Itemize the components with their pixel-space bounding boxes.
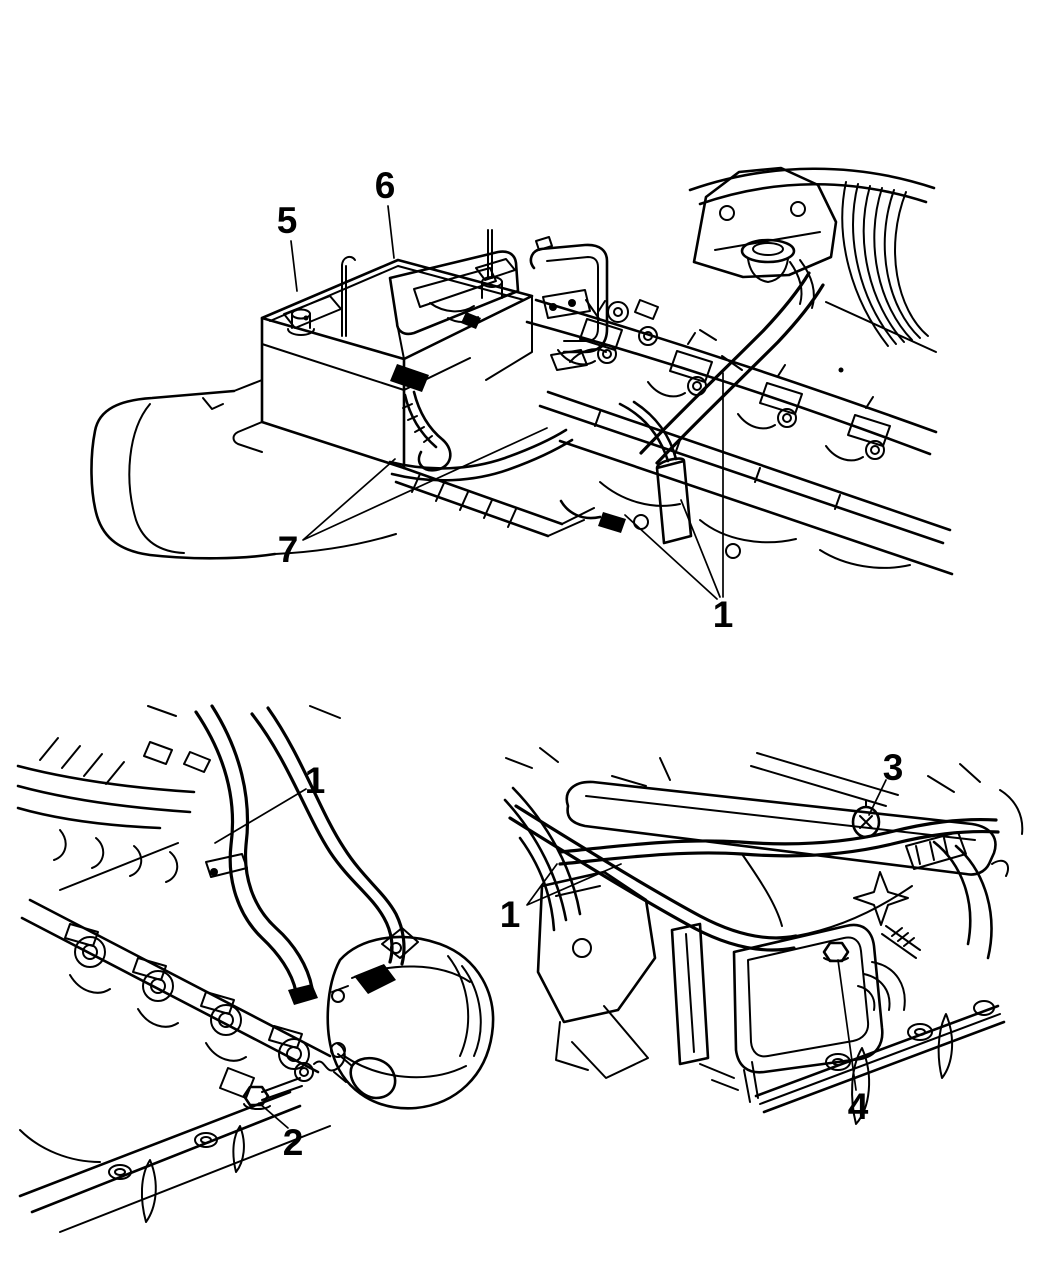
callout-1-right: 1 [500, 894, 521, 935]
leader-4 [837, 959, 857, 1091]
leader-3 [868, 779, 887, 816]
left-harness-drawing [16, 705, 341, 891]
callout-5: 5 [277, 200, 298, 241]
leader-5 [290, 240, 298, 292]
right-misc-drawing [699, 763, 1024, 1125]
ground-nut-drawing [822, 941, 850, 963]
starter-stud-drawing [219, 1043, 346, 1111]
leader-1-left [214, 788, 307, 844]
module-drawing [732, 923, 906, 1074]
cable-clip-drawing [851, 800, 881, 839]
engine-top-drawing [525, 166, 954, 576]
leader-1-right [526, 863, 622, 906]
mount-bracket-drawing [536, 870, 710, 1079]
view-battery-overview: 5 6 7 1 [90, 165, 954, 635]
leader-6 [387, 205, 395, 259]
left-battery-cables-drawing [194, 704, 406, 1005]
view-engine-right: 1 3 4 [500, 747, 1024, 1127]
battery-cables-drawing [388, 364, 574, 482]
right-valve-cover-drawing [505, 747, 997, 876]
left-engine-block-drawing [18, 898, 332, 1233]
right-cables-drawing [503, 786, 1000, 952]
alternator-drawing [326, 927, 495, 1110]
callout-1-top: 1 [713, 594, 734, 635]
battery-drawing [260, 229, 534, 470]
fender-drawing [90, 379, 397, 560]
callout-3: 3 [883, 747, 904, 788]
callout-2: 2 [283, 1122, 304, 1163]
view-engine-left: 1 2 [16, 704, 495, 1233]
callout-6: 6 [375, 165, 396, 206]
callout-7: 7 [278, 529, 299, 570]
leader-7 [302, 427, 548, 541]
callout-4: 4 [848, 1086, 869, 1127]
leader-2 [258, 1102, 289, 1129]
engine-cable-run-drawing [559, 271, 825, 545]
callout-1-left: 1 [305, 760, 326, 801]
battery-cover-drawing [388, 250, 520, 360]
leader-1-top [624, 372, 724, 600]
